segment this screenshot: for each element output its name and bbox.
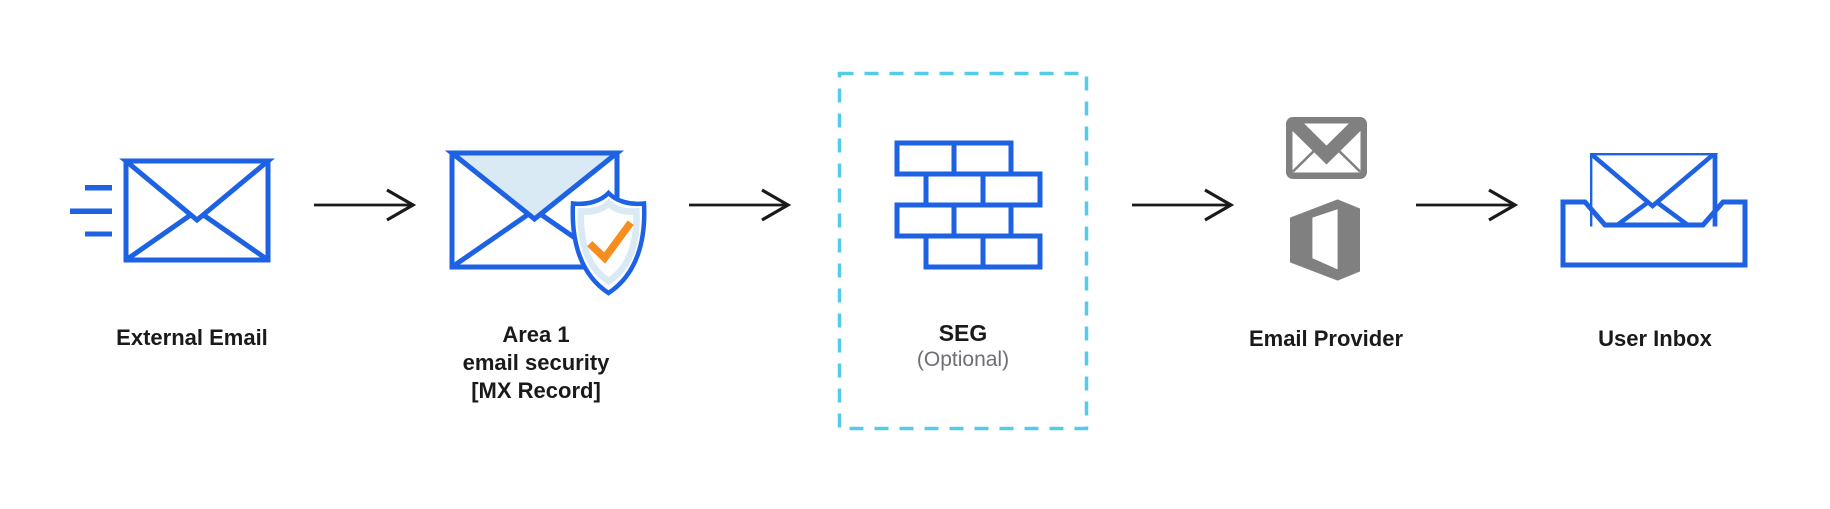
envelope-icon	[119, 158, 275, 263]
area1-label-line3: [MX Record]	[471, 378, 601, 403]
area1-label: Area 1 email security [MX Record]	[436, 321, 636, 405]
dashed-optional-frame	[837, 71, 1089, 431]
external-email-label: External Email	[116, 325, 268, 350]
envelope-icon	[1590, 153, 1719, 227]
checkmark-icon	[587, 220, 634, 264]
firewall-bricks-icon	[894, 140, 1043, 270]
arrow-right-icon	[1132, 188, 1235, 222]
seg-label-block: SEG (Optional)	[863, 320, 1063, 373]
arrow-right-icon	[314, 188, 417, 222]
speed-lines	[70, 185, 112, 237]
tray-icon	[1560, 199, 1748, 268]
gmail-icon	[1286, 117, 1367, 179]
email-provider-label: Email Provider	[1248, 326, 1404, 351]
arrow-right-icon	[1416, 188, 1519, 222]
arrow-right-icon	[689, 188, 792, 222]
seg-label: SEG	[938, 320, 988, 346]
seg-optional-label: (Optional)	[916, 348, 1010, 371]
user-inbox-label: User Inbox	[1598, 326, 1712, 351]
speeding-envelope-icon	[70, 158, 275, 263]
inbox-tray-envelope-icon	[1560, 153, 1748, 268]
area1-label-line2: email security	[462, 350, 610, 375]
envelope-shield-check-icon	[444, 150, 647, 296]
office-icon	[1290, 199, 1360, 281]
shield-check-icon	[570, 189, 647, 296]
area1-label-line1: Area 1	[502, 322, 570, 347]
